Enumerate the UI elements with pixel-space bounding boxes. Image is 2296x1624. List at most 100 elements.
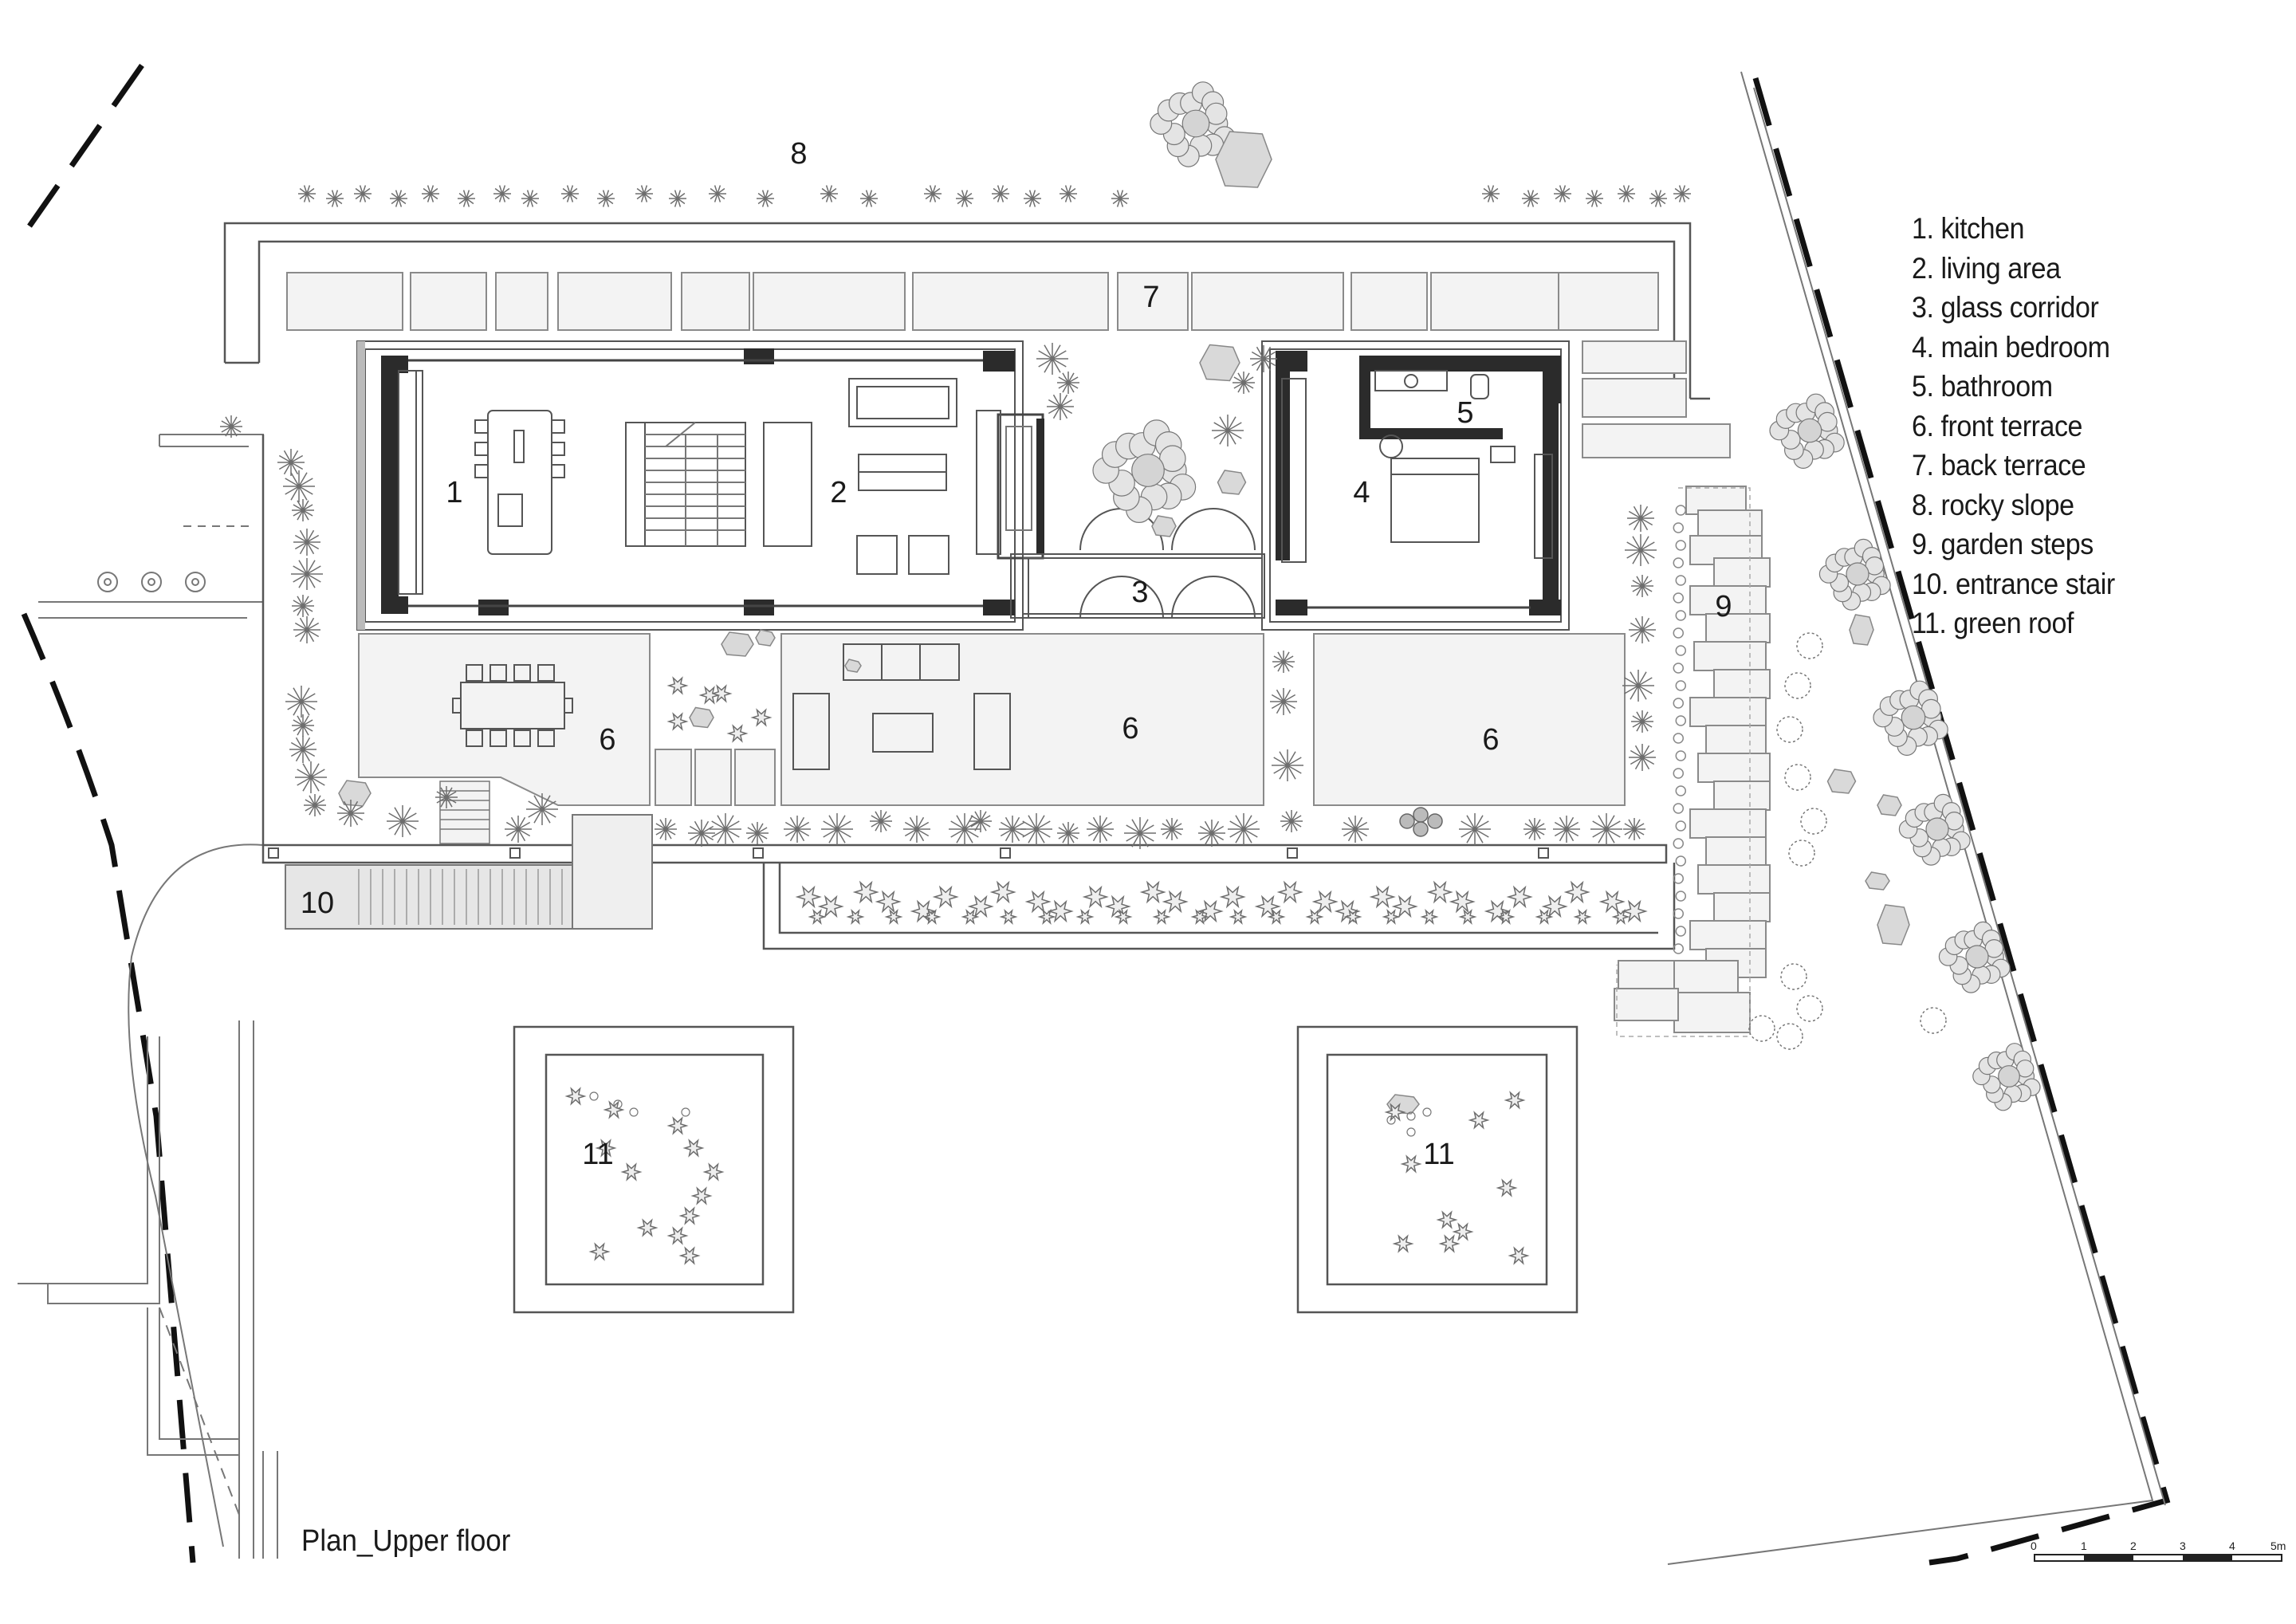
roof-plant	[1436, 1210, 1458, 1229]
planter-pot	[1413, 807, 1429, 823]
roof-pebble	[1406, 1111, 1416, 1121]
slope-shrub	[422, 185, 439, 203]
planter-plant	[1573, 908, 1592, 926]
planter-plant	[1082, 885, 1109, 909]
front-terraces	[358, 633, 1626, 806]
planter-plant	[1229, 908, 1248, 926]
planter-plant	[1162, 890, 1189, 914]
label-rocky-slope: 8	[790, 137, 807, 171]
slope-shrub	[354, 185, 372, 203]
slope-shrub	[1522, 190, 1539, 207]
grass-shrub	[293, 529, 320, 556]
planter-plant	[1598, 890, 1626, 914]
roof-plant	[1468, 1111, 1490, 1130]
grass-shrub	[1625, 534, 1657, 566]
roof-pebble	[613, 1099, 623, 1109]
planter-plant	[1152, 908, 1171, 926]
roof-plant	[1508, 1246, 1530, 1265]
slope-shrub	[597, 190, 615, 207]
label-front-terrace-left: 6	[599, 723, 615, 757]
tree	[1150, 81, 1236, 167]
legend-item: 3. glass corridor	[1912, 291, 2099, 324]
planter-plant	[1311, 890, 1339, 914]
legend-item: 5. bathroom	[1912, 370, 2053, 403]
terrace-furniture	[452, 643, 1011, 770]
rock	[1199, 344, 1240, 382]
scale-tick-4: 4	[2229, 1539, 2235, 1552]
roof-pebble	[1422, 1107, 1432, 1117]
scale-tick-2: 2	[2130, 1539, 2137, 1552]
grass-shrub	[1272, 749, 1303, 781]
entrance-stair	[285, 814, 653, 930]
legend-item: 1. kitchen	[1912, 212, 2025, 245]
planter-plant	[1449, 890, 1476, 914]
rock	[689, 706, 714, 729]
rock	[1151, 515, 1177, 537]
slope-shrub	[1111, 190, 1129, 207]
planter-plant	[1190, 908, 1209, 926]
grass-shrub	[821, 813, 853, 845]
rock	[721, 631, 754, 657]
grass-shrub	[746, 822, 769, 844]
legend-item: 2. living area	[1912, 251, 2061, 285]
roof-plant	[595, 1138, 617, 1158]
planter-plant	[795, 885, 822, 909]
scale-tick-3: 3	[2180, 1539, 2186, 1552]
planter-plant	[846, 908, 865, 926]
scale-tick-0: 0	[2031, 1539, 2037, 1552]
tree	[1972, 1043, 2041, 1111]
planter-plant	[1426, 880, 1453, 904]
slope-shrub	[1482, 185, 1500, 203]
slope-shrub	[1649, 190, 1667, 207]
planter-plant	[989, 880, 1016, 904]
slope-shrub	[458, 190, 475, 207]
grass-shrub	[387, 805, 419, 837]
terrace-plant	[666, 712, 689, 731]
grass-shrub	[1627, 505, 1654, 532]
terrace-plant	[698, 686, 721, 705]
grass-shrub	[688, 820, 715, 847]
grass-shrub	[1057, 822, 1079, 844]
label-bathroom: 5	[1457, 396, 1473, 430]
planter-plant	[1267, 908, 1286, 926]
planter-plant	[1541, 895, 1568, 918]
grass-shrub	[1553, 816, 1580, 843]
slope-shrub	[1024, 190, 1041, 207]
planter-plant	[1535, 908, 1554, 926]
grass-shrub	[505, 816, 532, 843]
grass-shrub	[1228, 813, 1260, 845]
planter-plant	[1506, 885, 1533, 909]
planter-plant	[1382, 908, 1401, 926]
planter-plant	[999, 908, 1018, 926]
rock	[338, 780, 372, 807]
grass-shrub	[1087, 816, 1114, 843]
grass-shrub	[1280, 810, 1303, 832]
planter-plant	[875, 890, 902, 914]
roof-plant	[678, 1206, 701, 1225]
grass-shrub	[435, 786, 458, 808]
roof-plant	[1452, 1222, 1474, 1241]
planter-plant	[1611, 908, 1630, 926]
slope-shrub	[1673, 185, 1691, 203]
planter-plant	[1391, 895, 1418, 918]
tree	[1873, 680, 1948, 756]
rock	[1826, 769, 1857, 794]
grass-shrub	[283, 470, 315, 502]
round-shrub	[1776, 716, 1803, 743]
grass-shrub	[1272, 651, 1295, 673]
slope-shrub	[1060, 185, 1077, 203]
grass-shrub	[1631, 710, 1653, 733]
roof-plant	[588, 1242, 611, 1261]
round-shrub	[1796, 995, 1823, 1022]
grass-shrub	[1198, 820, 1225, 847]
slope-shrub	[561, 185, 579, 203]
terrace-plant	[726, 724, 749, 743]
round-shrub	[1788, 840, 1815, 867]
terrace-plant	[750, 708, 773, 727]
house-structure	[356, 340, 1570, 631]
slope-shrub	[992, 185, 1009, 203]
pebble-path	[1673, 505, 1687, 954]
round-shrub	[1920, 1007, 1947, 1034]
room-labels: 8 7 1 2 3 4 5 6 6 6 9 10 11 11	[301, 137, 1732, 1171]
grass-shrub	[903, 816, 930, 843]
